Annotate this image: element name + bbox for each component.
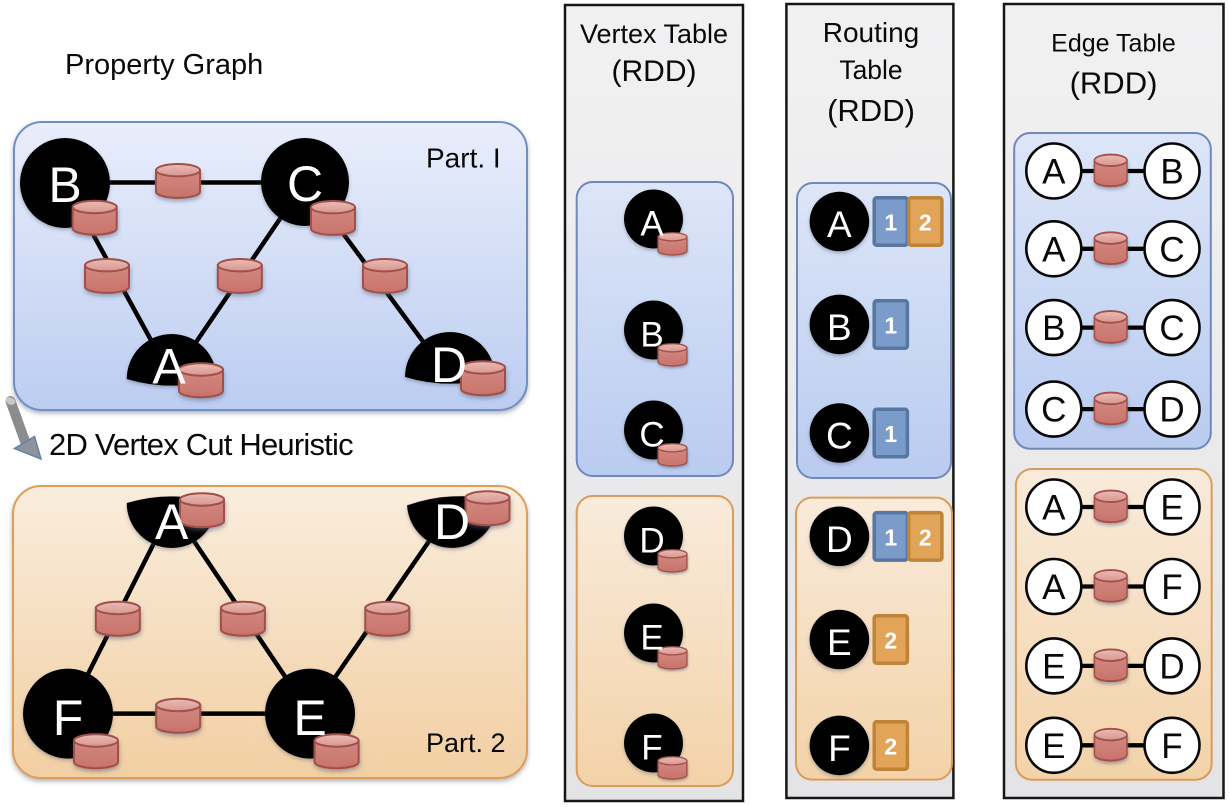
svg-text:A: A: [1042, 568, 1066, 607]
svg-text:F: F: [1161, 568, 1182, 607]
svg-text:E: E: [1160, 489, 1183, 528]
svg-text:2D Vertex Cut Heuristic: 2D Vertex Cut Heuristic: [49, 427, 353, 462]
svg-text:B: B: [640, 316, 663, 355]
svg-text:(RDD): (RDD): [827, 93, 915, 128]
svg-text:Table: Table: [839, 55, 902, 85]
svg-text:1: 1: [884, 312, 897, 338]
svg-text:B: B: [48, 157, 81, 213]
svg-text:1: 1: [884, 210, 897, 236]
svg-text:D: D: [434, 494, 470, 550]
svg-text:A: A: [1042, 489, 1066, 528]
svg-text:E: E: [1042, 647, 1065, 686]
svg-text:E: E: [1042, 727, 1065, 766]
svg-text:F: F: [53, 690, 84, 746]
svg-text:D: D: [431, 337, 467, 393]
svg-text:E: E: [640, 619, 663, 658]
svg-text:C: C: [287, 156, 323, 212]
svg-text:D: D: [1159, 647, 1184, 686]
svg-text:A: A: [640, 205, 664, 244]
svg-text:F: F: [1161, 727, 1182, 766]
svg-text:E: E: [827, 622, 852, 663]
svg-text:E: E: [293, 690, 326, 746]
svg-text:F: F: [828, 728, 851, 769]
svg-text:A: A: [155, 494, 189, 550]
svg-text:D: D: [639, 522, 664, 561]
svg-text:Edge Table: Edge Table: [1051, 30, 1176, 58]
svg-text:F: F: [641, 729, 662, 768]
svg-text:Part. 2: Part. 2: [426, 728, 506, 758]
svg-text:C: C: [826, 416, 853, 457]
svg-text:C: C: [1041, 391, 1066, 430]
svg-text:2: 2: [884, 628, 897, 654]
svg-text:Vertex Table: Vertex Table: [580, 19, 728, 49]
svg-text:B: B: [1042, 309, 1065, 348]
svg-text:A: A: [152, 339, 186, 395]
svg-text:Routing: Routing: [823, 17, 920, 48]
svg-text:C: C: [1159, 309, 1184, 348]
svg-text:1: 1: [884, 421, 897, 447]
svg-text:2: 2: [884, 733, 897, 759]
svg-text:D: D: [1159, 391, 1184, 430]
svg-text:C: C: [1159, 230, 1184, 269]
svg-text:2: 2: [919, 524, 932, 550]
svg-text:1: 1: [884, 524, 897, 550]
svg-text:Property Graph: Property Graph: [65, 49, 263, 81]
svg-text:(RDD): (RDD): [1070, 66, 1158, 101]
svg-text:B: B: [1160, 153, 1183, 192]
svg-text:D: D: [826, 519, 853, 560]
svg-text:Part. I: Part. I: [426, 143, 501, 174]
svg-text:A: A: [1042, 230, 1066, 269]
svg-text:(RDD): (RDD): [612, 55, 697, 88]
svg-text:2: 2: [919, 210, 932, 236]
svg-text:A: A: [827, 204, 852, 245]
svg-text:C: C: [639, 416, 664, 455]
svg-text:A: A: [1042, 153, 1066, 192]
svg-text:B: B: [827, 307, 852, 348]
